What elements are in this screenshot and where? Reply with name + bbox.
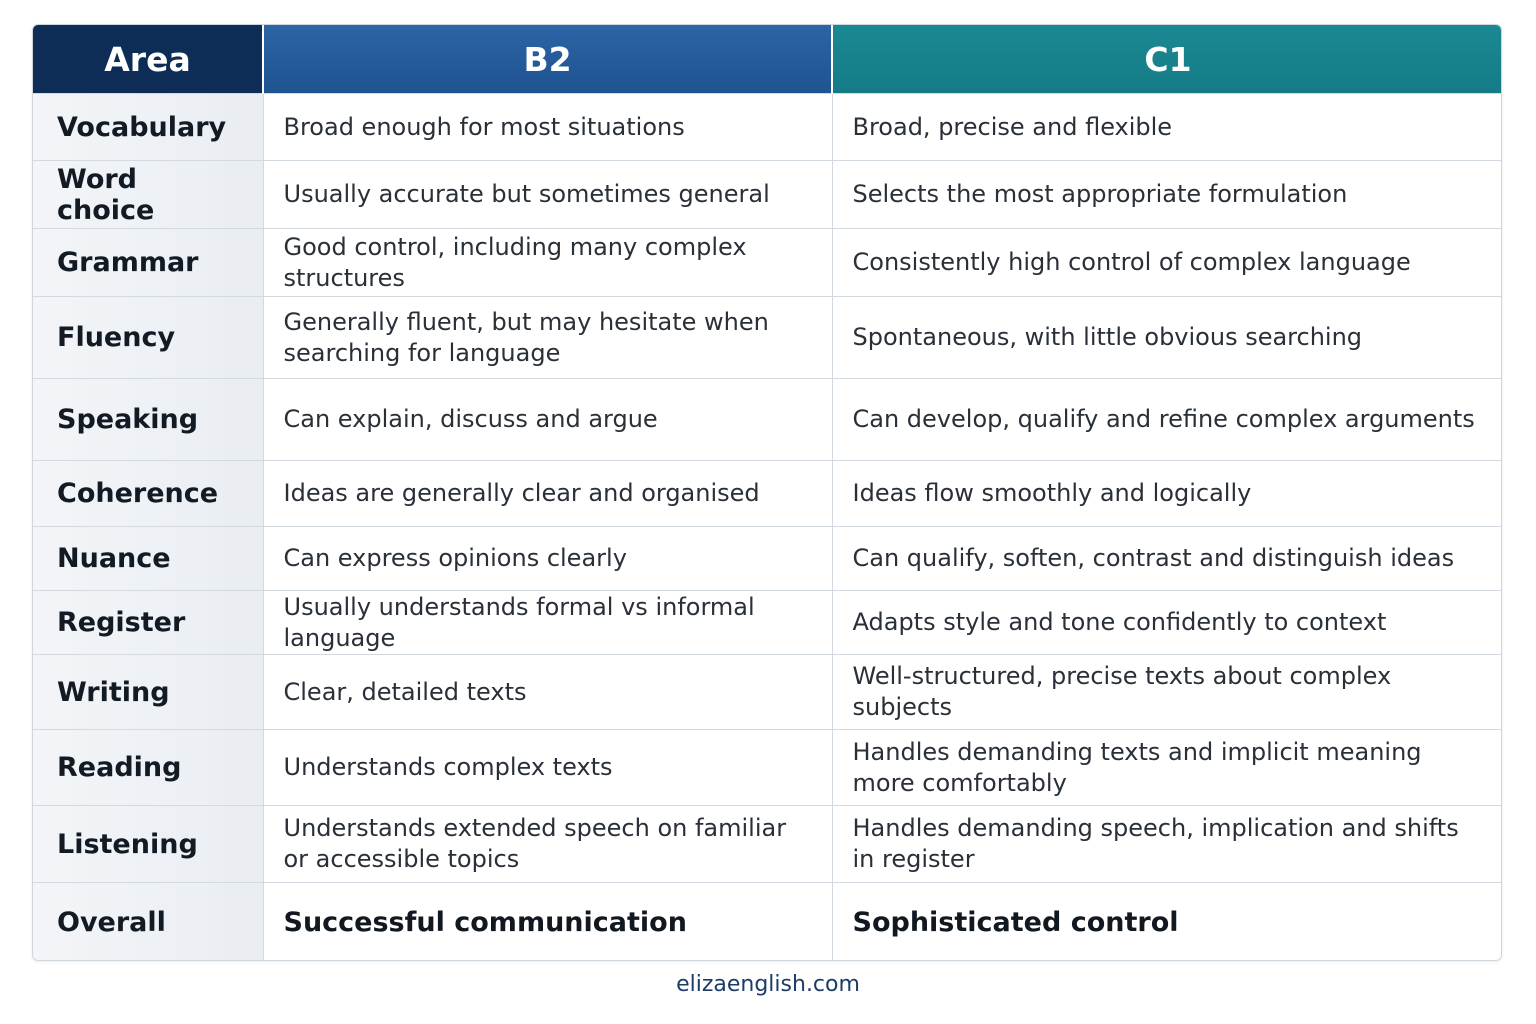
- row-area: Grammar: [33, 228, 264, 297]
- table-row: Word choice Usually accurate but sometim…: [33, 160, 1501, 229]
- table-header-row: Area B2 C1: [33, 25, 1501, 94]
- header-c1: C1: [832, 25, 1501, 94]
- table-row: Grammar Good control, including many com…: [33, 228, 1501, 297]
- row-b2: Generally fluent, but may hesitate when …: [263, 296, 833, 379]
- row-c1: Adapts style and tone confidently to con…: [832, 590, 1501, 655]
- table-row: Reading Understands complex texts Handle…: [33, 729, 1501, 806]
- row-area: Listening: [33, 805, 264, 883]
- row-area: Reading: [33, 729, 264, 806]
- row-c1: Selects the most appropriate formulation: [832, 160, 1501, 229]
- header-b2: B2: [263, 25, 833, 94]
- row-b2: Successful communication: [263, 882, 833, 960]
- table-row: Writing Clear, detailed texts Well-struc…: [33, 654, 1501, 730]
- row-c1: Sophisticated control: [832, 882, 1501, 960]
- row-b2: Can express opinions clearly: [263, 526, 833, 591]
- table-row: Nuance Can express opinions clearly Can …: [33, 526, 1501, 591]
- row-c1: Handles demanding speech, implication an…: [832, 805, 1501, 883]
- row-area: Coherence: [33, 460, 264, 527]
- row-area: Word choice: [33, 160, 264, 229]
- row-b2: Ideas are generally clear and organised: [263, 460, 833, 527]
- row-b2: Can explain, discuss and argue: [263, 378, 833, 461]
- row-b2: Broad enough for most situations: [263, 93, 833, 161]
- row-b2: Clear, detailed texts: [263, 654, 833, 730]
- row-c1: Can develop, qualify and refine complex …: [832, 378, 1501, 461]
- table-row: Fluency Generally fluent, but may hesita…: [33, 296, 1501, 379]
- row-area: Register: [33, 590, 264, 655]
- header-area: Area: [33, 25, 264, 94]
- row-c1: Can qualify, soften, contrast and distin…: [832, 526, 1501, 591]
- row-c1: Handles demanding texts and implicit mea…: [832, 729, 1501, 806]
- row-area: Speaking: [33, 378, 264, 461]
- row-b2: Good control, including many complex str…: [263, 228, 833, 297]
- table-row: Coherence Ideas are generally clear and …: [33, 460, 1501, 527]
- row-b2: Usually understands formal vs informal l…: [263, 590, 833, 655]
- row-b2: Understands complex texts: [263, 729, 833, 806]
- table-row: Speaking Can explain, discuss and argue …: [33, 378, 1501, 461]
- row-area: Overall: [33, 882, 264, 960]
- row-area: Fluency: [33, 296, 264, 379]
- table-row: Register Usually understands formal vs i…: [33, 590, 1501, 655]
- row-area: Writing: [33, 654, 264, 730]
- row-area: Nuance: [33, 526, 264, 591]
- row-c1: Well-structured, precise texts about com…: [832, 654, 1501, 730]
- row-b2: Understands extended speech on familiar …: [263, 805, 833, 883]
- comparison-table: Area B2 C1 Vocabulary Broad enough for m…: [32, 24, 1502, 961]
- table-row: Listening Understands extended speech on…: [33, 805, 1501, 883]
- row-c1: Ideas flow smoothly and logically: [832, 460, 1501, 527]
- table-row: Vocabulary Broad enough for most situati…: [33, 93, 1501, 161]
- table-row: Overall Successful communication Sophist…: [33, 882, 1501, 960]
- row-c1: Consistently high control of complex lan…: [832, 228, 1501, 297]
- row-area: Vocabulary: [33, 93, 264, 161]
- row-c1: Broad, precise and flexible: [832, 93, 1501, 161]
- row-b2: Usually accurate but sometimes general: [263, 160, 833, 229]
- row-c1: Spontaneous, with little obvious searchi…: [832, 296, 1501, 379]
- footer-site: elizaenglish.com: [676, 972, 860, 997]
